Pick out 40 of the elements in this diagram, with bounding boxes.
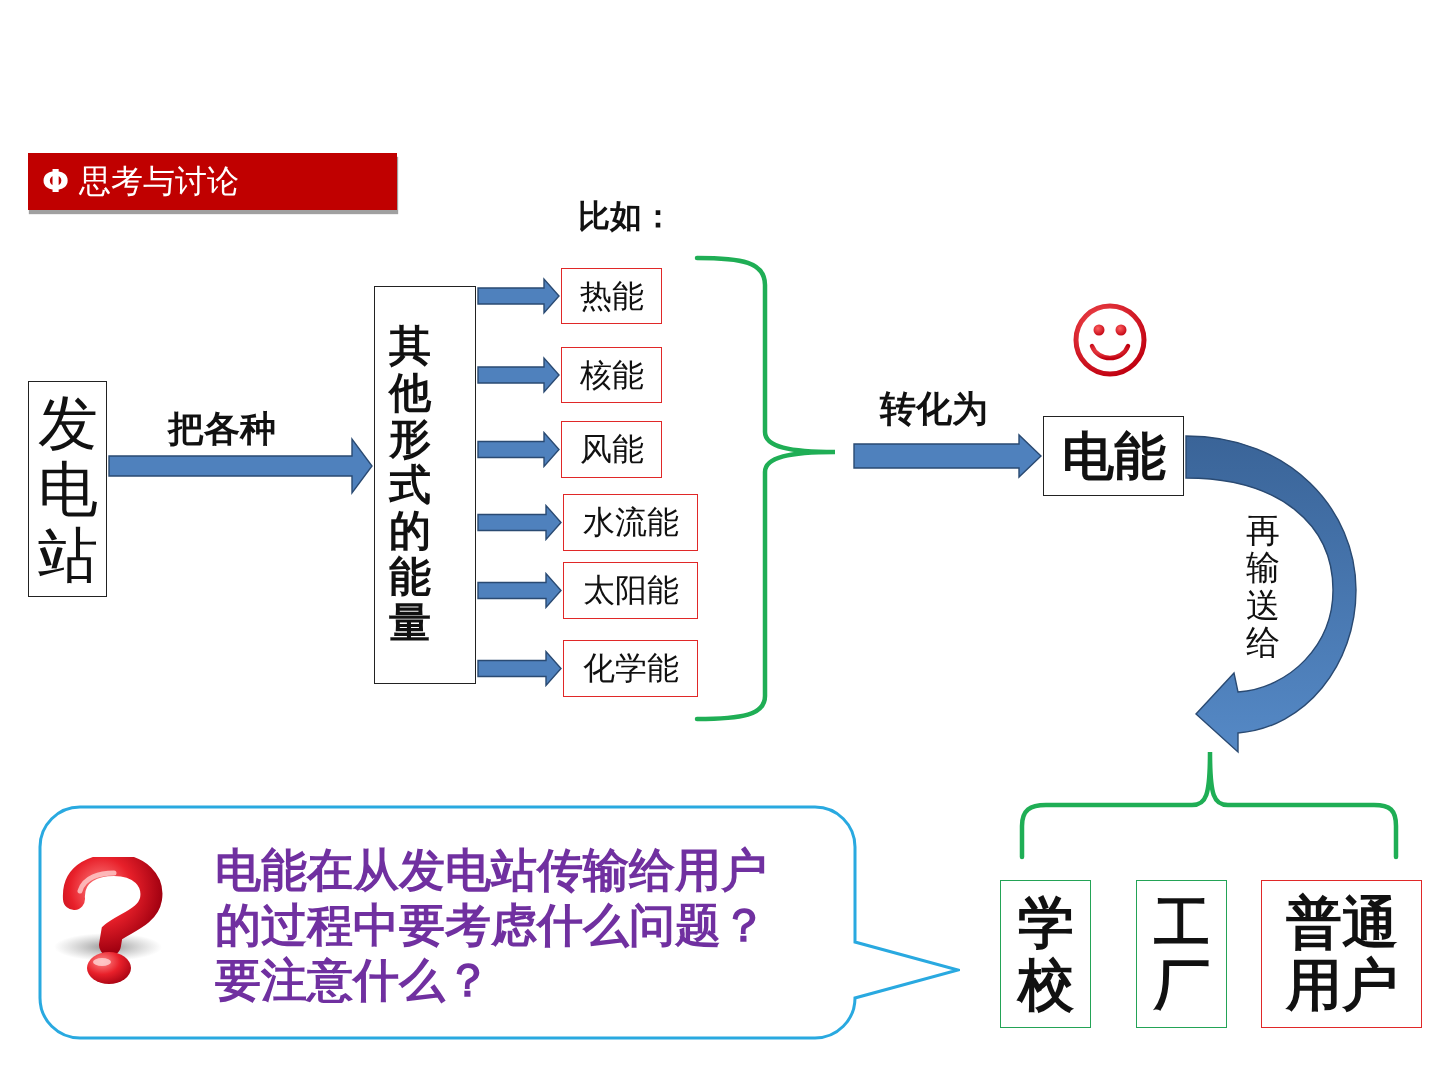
electric-energy-label: 电能 — [1061, 426, 1166, 486]
block-arrow — [477, 649, 562, 688]
energy-label: 热能 — [579, 277, 644, 315]
curved-arrow — [1185, 435, 1357, 753]
electric-energy-box — [1043, 416, 1184, 496]
energy-box — [561, 347, 662, 403]
energy-box — [563, 494, 698, 551]
block-arrow — [477, 277, 560, 315]
energy-label: 核能 — [579, 356, 644, 394]
block-arrow — [477, 571, 562, 610]
station-box — [28, 381, 107, 597]
block-arrow — [108, 436, 373, 496]
energy-box — [561, 268, 662, 324]
station-label: 发电站 — [37, 390, 98, 588]
question-text: 电能在从发电站传输给用户的过程中要考虑什么问题？要注意什么？ — [215, 843, 768, 1009]
user-box — [1000, 880, 1091, 1028]
user-box — [1261, 880, 1422, 1028]
example-label: 比如： — [578, 200, 674, 232]
energy-label: 太阳能 — [582, 572, 679, 609]
energy-label: 化学能 — [582, 650, 679, 687]
speech-bubble — [38, 805, 960, 1040]
title-text: Φ 思考与讨论 — [42, 163, 240, 200]
block-arrow — [477, 356, 560, 394]
block-arrow — [477, 430, 560, 469]
user-label: 工厂 — [1153, 892, 1210, 1016]
user-box — [1136, 880, 1227, 1028]
edge-label: 再输送给 — [1246, 512, 1280, 662]
energy-label: 水流能 — [582, 504, 679, 541]
edge-label: 转化为 — [880, 390, 988, 426]
edge-label: 把各种 — [168, 410, 276, 446]
energy-box — [563, 562, 698, 619]
user-label: 学校 — [1017, 892, 1074, 1016]
block-arrow — [477, 503, 562, 542]
energy-box — [563, 640, 698, 697]
energy-forms-label: 其他形式的能量 — [389, 323, 431, 647]
energy-box — [561, 421, 662, 478]
block-arrow — [853, 433, 1042, 479]
energy-forms-box — [374, 286, 476, 684]
energy-label: 风能 — [579, 431, 644, 468]
user-label: 普通用户 — [1285, 892, 1398, 1016]
